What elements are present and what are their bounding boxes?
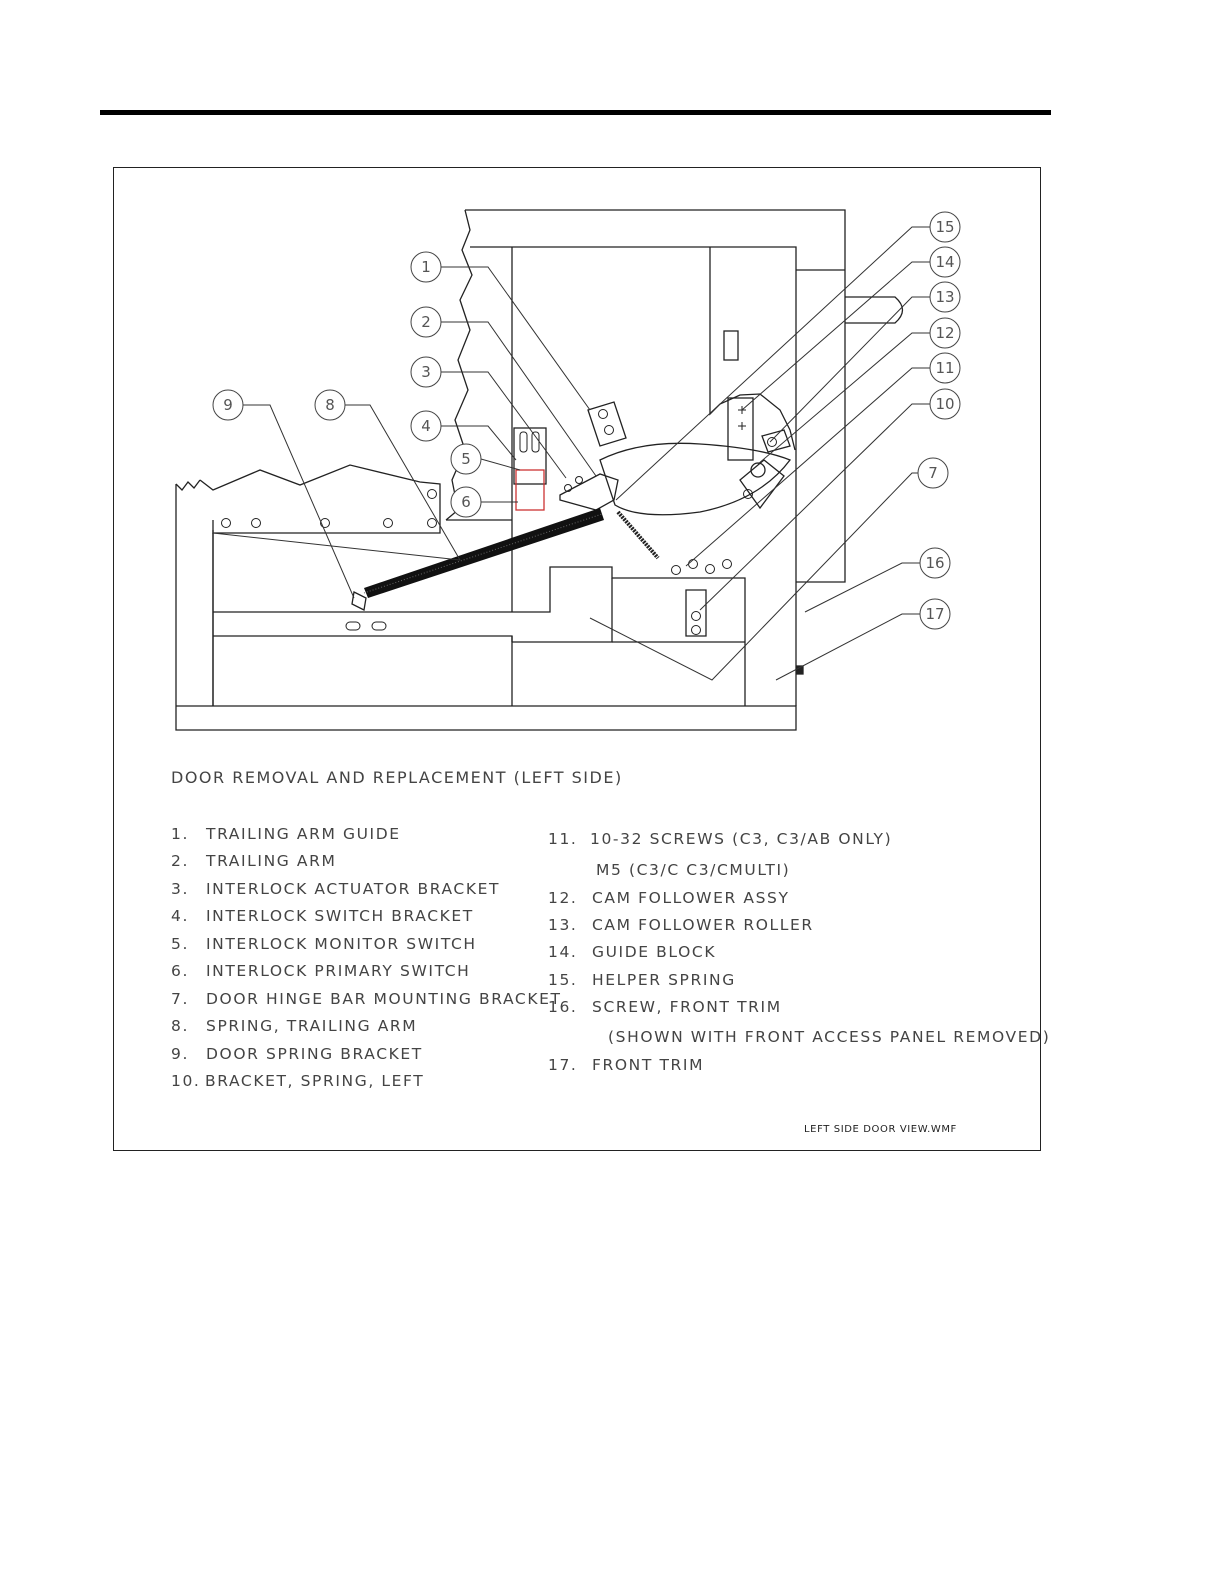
legend-item-11: 11.10-32 SCREWS (C3, C3/AB ONLY): [548, 830, 893, 848]
svg-text:4: 4: [421, 417, 431, 435]
legend-item-1: 1.TRAILING ARM GUIDE: [171, 825, 401, 843]
figure-frame: [113, 167, 1041, 1151]
callout-11: 11: [929, 352, 961, 384]
legend-item-4: 4.INTERLOCK SWITCH BRACKET: [171, 907, 474, 925]
callout-10: 10: [929, 388, 961, 420]
legend-item-17: 17.FRONT TRIM: [548, 1056, 705, 1074]
callout-5: 5: [450, 443, 482, 475]
legend-item-12: 12.CAM FOLLOWER ASSY: [548, 889, 790, 907]
callout-3: 3: [410, 356, 442, 388]
legend-item-8: 8.SPRING, TRAILING ARM: [171, 1017, 418, 1035]
callout-bubbles: 1 2 3 4 5 6 7 8 9 10 11 12 13 14 15 16 1…: [212, 211, 961, 630]
legend-item-15: 15.HELPER SPRING: [548, 971, 736, 989]
trailing-arm-spring: [363, 508, 604, 598]
svg-text:13: 13: [935, 288, 954, 306]
callout-2: 2: [410, 306, 442, 338]
svg-text:9: 9: [223, 396, 233, 414]
header-rule: [100, 110, 1051, 115]
callout-13: 13: [929, 281, 961, 313]
callout-6: 6: [450, 486, 482, 518]
callout-12: 12: [929, 317, 961, 349]
figure-caption: DOOR REMOVAL AND REPLACEMENT (LEFT SIDE): [171, 768, 623, 787]
callout-1: 1: [410, 251, 442, 283]
callout-7: 7: [917, 457, 949, 489]
callout-17: 17: [919, 598, 951, 630]
callout-14: 14: [929, 246, 961, 278]
svg-text:2: 2: [421, 313, 431, 331]
svg-text:12: 12: [935, 324, 954, 342]
legend-item-16: 16.SCREW, FRONT TRIM: [548, 998, 782, 1016]
svg-text:16: 16: [925, 554, 944, 572]
legend-item-2: 2.TRAILING ARM: [171, 852, 337, 870]
svg-text:10: 10: [935, 395, 954, 413]
svg-text:14: 14: [935, 253, 954, 271]
legend-item-10: 10.BRACKET, SPRING, LEFT: [171, 1072, 425, 1090]
callout-9: 9: [212, 389, 244, 421]
legend-item-13: 13.CAM FOLLOWER ROLLER: [548, 916, 814, 934]
svg-text:1: 1: [421, 258, 431, 276]
svg-text:7: 7: [928, 464, 938, 482]
legend-item-9: 9.DOOR SPRING BRACKET: [171, 1045, 423, 1063]
svg-text:17: 17: [925, 605, 944, 623]
file-name-label: LEFT SIDE DOOR VIEW.WMF: [804, 1124, 957, 1135]
legend-item-7: 7.DOOR HINGE BAR MOUNTING BRACKET: [171, 990, 562, 1008]
legend-item-14: 14.GUIDE BLOCK: [548, 943, 717, 961]
svg-text:5: 5: [461, 450, 471, 468]
legend-item-11-sub: M5 (C3/C C3/CMULTI): [596, 861, 791, 879]
svg-text:8: 8: [325, 396, 335, 414]
callout-8: 8: [314, 389, 346, 421]
legend-item-16-sub: (SHOWN WITH FRONT ACCESS PANEL REMOVED): [608, 1028, 1051, 1046]
svg-text:3: 3: [421, 363, 431, 381]
legend-item-6: 6.INTERLOCK PRIMARY SWITCH: [171, 962, 471, 980]
callout-4: 4: [410, 410, 442, 442]
legend-item-3: 3.INTERLOCK ACTUATOR BRACKET: [171, 880, 501, 898]
svg-text:15: 15: [935, 218, 954, 236]
legend-item-5: 5.INTERLOCK MONITOR SWITCH: [171, 935, 477, 953]
callout-16: 16: [919, 547, 951, 579]
callout-15: 15: [929, 211, 961, 243]
svg-text:6: 6: [461, 493, 471, 511]
svg-text:11: 11: [935, 359, 954, 377]
